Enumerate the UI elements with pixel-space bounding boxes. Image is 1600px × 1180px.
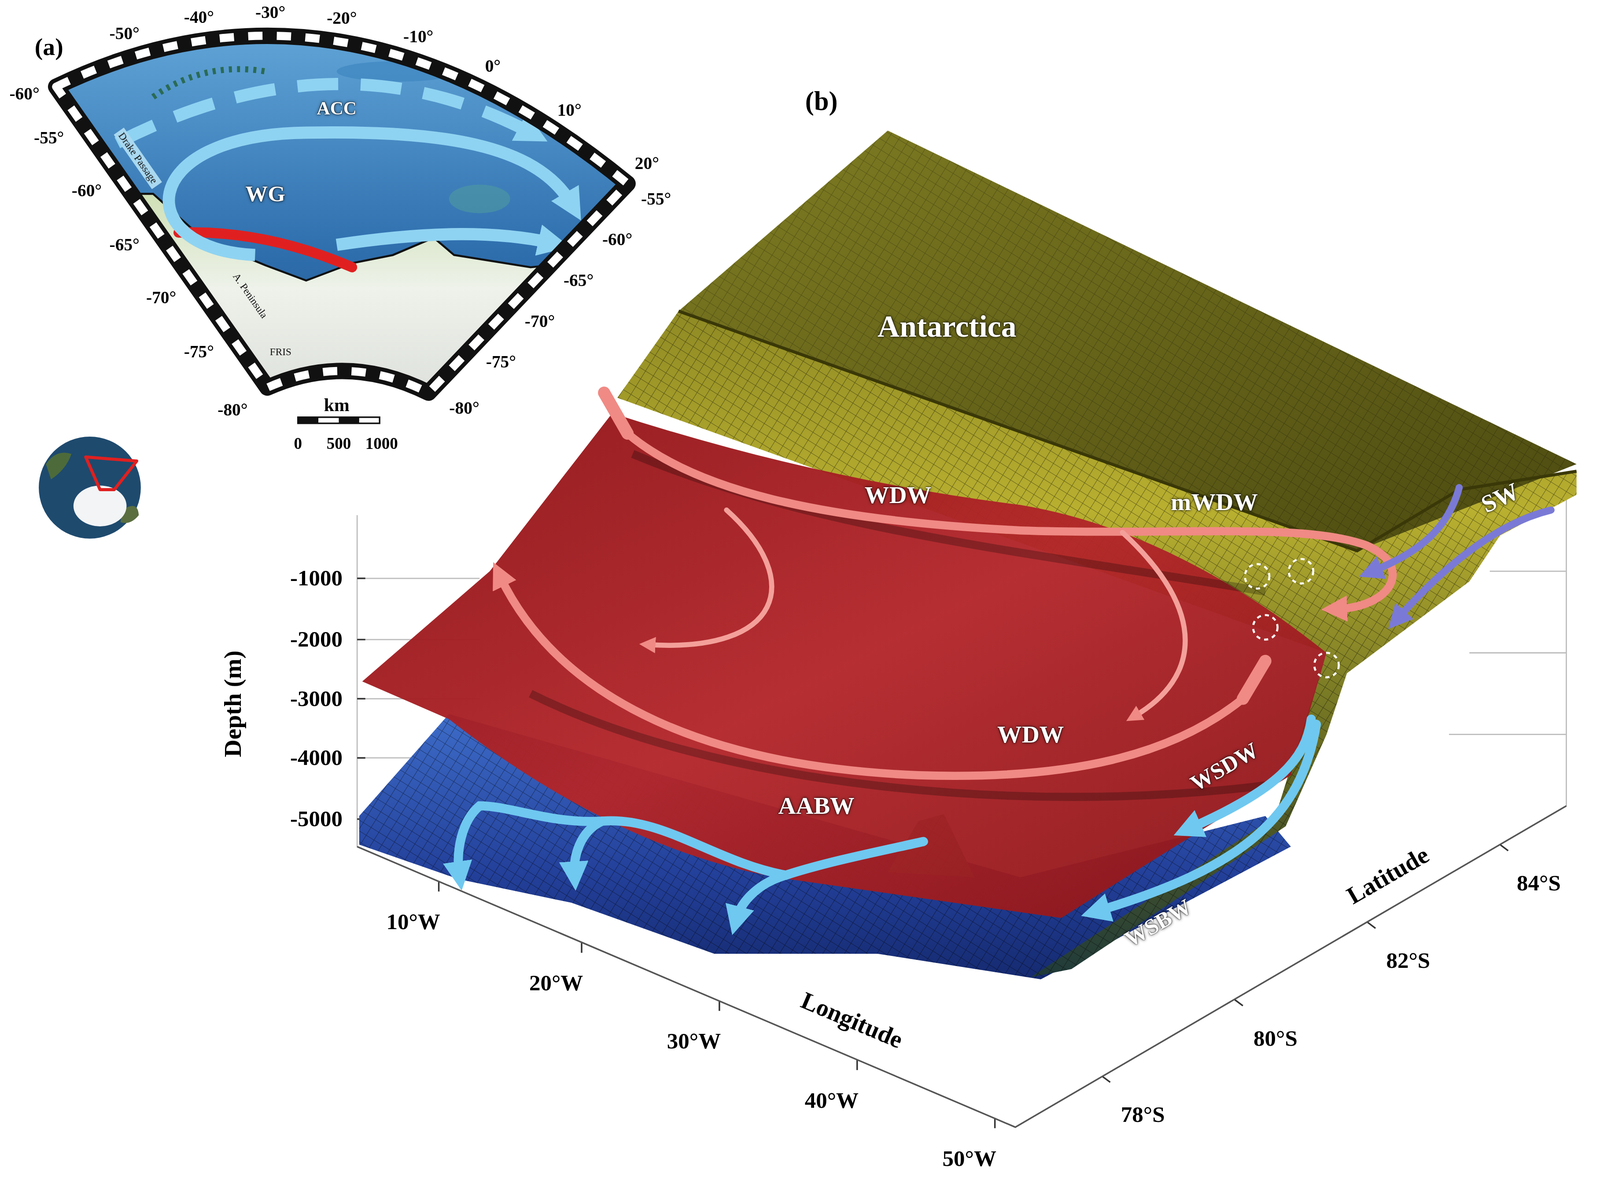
tick-label: -80° xyxy=(449,399,480,417)
tick-label: -30° xyxy=(255,3,286,21)
illustration-part xyxy=(1242,661,1266,700)
axis-tick-label: 84°S xyxy=(1516,872,1561,896)
illustration-part xyxy=(45,452,72,480)
illustration-part xyxy=(1122,532,1186,717)
tick-label: -80° xyxy=(217,401,248,419)
tick-label: -65° xyxy=(563,272,594,290)
antarctica-land xyxy=(40,193,654,429)
axis-tick-label: -5000 xyxy=(290,808,343,831)
tick-label: -60° xyxy=(9,85,40,103)
tick-label: 0° xyxy=(485,57,501,75)
scale-bar xyxy=(298,417,380,424)
scale-label: 1000 xyxy=(365,435,399,453)
axis-tick-label: 20°W xyxy=(529,972,583,996)
axis-tick-label: -4000 xyxy=(290,746,343,770)
scale-label: 500 xyxy=(326,435,352,453)
illustration-part xyxy=(1372,487,1460,572)
illustration-part xyxy=(627,433,1393,610)
axis-title: Latitude xyxy=(1342,842,1433,909)
place-label: FRIS xyxy=(269,346,292,358)
illustration-part xyxy=(338,417,359,424)
tick-label: -40° xyxy=(184,8,214,26)
illustration-part xyxy=(500,576,1243,776)
axis-tick-label: -2000 xyxy=(290,628,343,652)
illustration-part xyxy=(1253,615,1278,641)
illustration-part xyxy=(1397,510,1552,619)
illustration-part xyxy=(38,436,141,539)
tick-label: -65° xyxy=(109,236,140,254)
scale-unit: km xyxy=(324,395,350,415)
water-mass-label: SW xyxy=(1477,478,1523,517)
eddies xyxy=(1244,559,1339,678)
tick-label: -55° xyxy=(641,190,671,208)
tick-label: 20° xyxy=(634,154,660,172)
water-mass-label: mWDW xyxy=(1170,489,1258,515)
tick-label: -60° xyxy=(71,182,102,200)
water-mass-label: AABW xyxy=(778,793,855,819)
tick-label: -75° xyxy=(486,353,517,371)
tick-label: -70° xyxy=(146,289,177,307)
axis-tick-label: 30°W xyxy=(667,1030,721,1054)
tick-label: -10° xyxy=(403,28,434,46)
bathymetry xyxy=(449,184,511,214)
current-label: WG xyxy=(245,182,286,206)
axis-title: Depth (m) xyxy=(220,650,246,758)
water-mass-label: WDW xyxy=(864,482,932,508)
axis-tick-label: 80°S xyxy=(1253,1027,1298,1051)
current-label: ACC xyxy=(317,99,357,118)
water-mass-label: WSBW xyxy=(1121,895,1196,952)
illustration-part xyxy=(648,510,772,646)
axis-title: Longitude xyxy=(797,988,907,1053)
tick-label: -50° xyxy=(109,25,140,43)
illustration-part xyxy=(73,485,127,527)
illustration-part xyxy=(298,417,380,424)
tick-label: -55° xyxy=(33,129,64,147)
illustration-part xyxy=(604,392,628,434)
axis-tick-label: 82°S xyxy=(1386,950,1431,973)
axis-tick-label: -1000 xyxy=(290,567,343,590)
axis-tick-label: 50°W xyxy=(942,1147,997,1171)
axis-tick-label: -3000 xyxy=(290,687,343,711)
map-frame xyxy=(55,35,628,393)
flow-arrows xyxy=(458,392,1552,919)
axis-tick-label: 40°W xyxy=(804,1089,859,1113)
illustration-part xyxy=(1098,724,1317,911)
tick-label: -70° xyxy=(524,312,555,330)
illustration-part xyxy=(574,821,603,874)
illustration-part xyxy=(1288,559,1314,584)
tick-label: -75° xyxy=(184,343,214,361)
illustration-part xyxy=(298,417,319,424)
place-label: A. Peninsula xyxy=(230,271,270,321)
tick-label: -60° xyxy=(602,231,633,249)
globe-inset xyxy=(38,436,141,539)
gyre-arrow xyxy=(168,132,572,256)
water-mass-label: WDW xyxy=(997,722,1064,748)
map-panel xyxy=(38,35,653,539)
place-label: Drake Passage xyxy=(114,127,163,189)
place-label: Antarctica xyxy=(877,311,1017,343)
panel-letter: (b) xyxy=(805,88,838,116)
wdw-layer xyxy=(362,413,1327,919)
axis-tick-label: 78°S xyxy=(1120,1104,1165,1127)
axis-tick-label: 10°W xyxy=(386,911,440,934)
water-mass-label: WSDW xyxy=(1187,739,1262,796)
illustration-part xyxy=(1448,571,1567,735)
illustration-part xyxy=(1244,564,1270,590)
illustration-part xyxy=(1314,652,1339,678)
scale-label: 0 xyxy=(293,435,303,453)
illustration-part xyxy=(736,875,786,919)
illustration-part xyxy=(85,457,137,490)
gyre-arrow xyxy=(336,234,552,245)
tick-label: -20° xyxy=(326,9,357,27)
map-frame xyxy=(55,35,628,393)
tick-label: 10° xyxy=(557,101,582,119)
panel-letter: (a) xyxy=(34,34,64,60)
depth-ticks xyxy=(357,578,366,820)
block-diagram xyxy=(357,130,1577,1129)
